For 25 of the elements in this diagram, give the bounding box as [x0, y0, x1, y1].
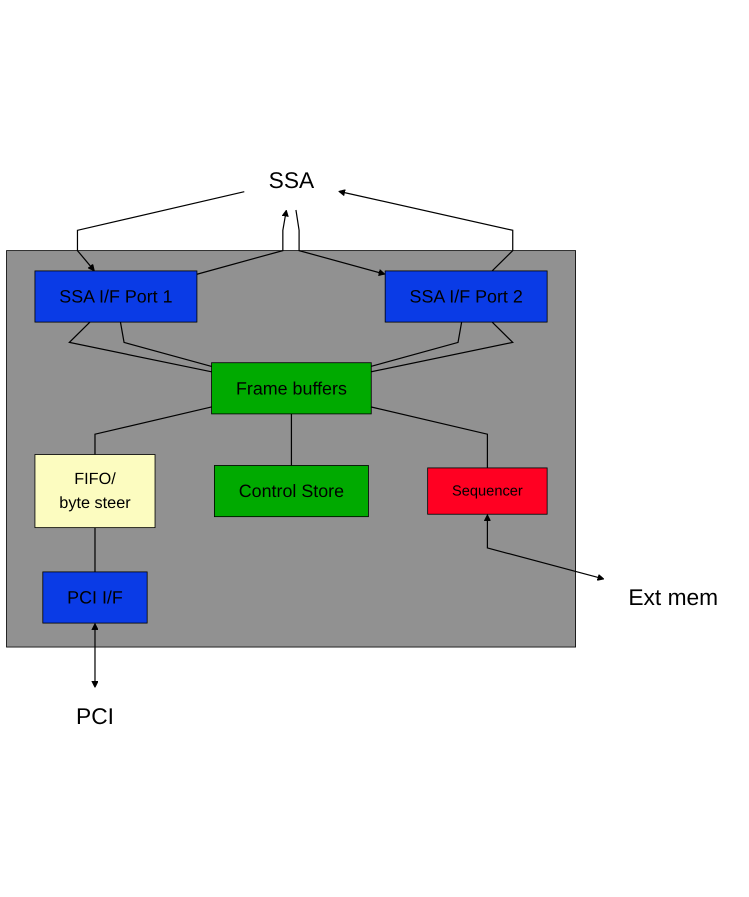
node-text: SSA	[268, 167, 314, 193]
node-box: Sequencer	[427, 467, 548, 514]
arrow	[484, 514, 604, 580]
connector	[94, 406, 212, 454]
node-box: Control Store	[214, 464, 369, 517]
connector	[94, 527, 96, 572]
connector	[290, 414, 292, 466]
arrow	[91, 622, 99, 688]
node-box: PCI I/F	[42, 571, 148, 624]
arrow	[295, 210, 386, 276]
node-text: Ext mem	[628, 584, 718, 610]
connector	[371, 322, 462, 367]
connector	[371, 321, 514, 372]
arrow	[76, 190, 244, 271]
node-text: PCI	[76, 704, 114, 729]
node-box: SSA I/F Port 1	[34, 270, 198, 322]
node-box: SSA I/F Port 2	[384, 270, 548, 322]
arrow	[196, 209, 289, 274]
connector	[68, 321, 212, 372]
node-box: Frame buffers	[211, 362, 372, 414]
cluster	[6, 250, 576, 648]
connector	[120, 322, 212, 367]
node-box: FIFO/ byte steer	[34, 454, 156, 528]
connector	[371, 406, 488, 468]
arrow	[338, 188, 514, 272]
